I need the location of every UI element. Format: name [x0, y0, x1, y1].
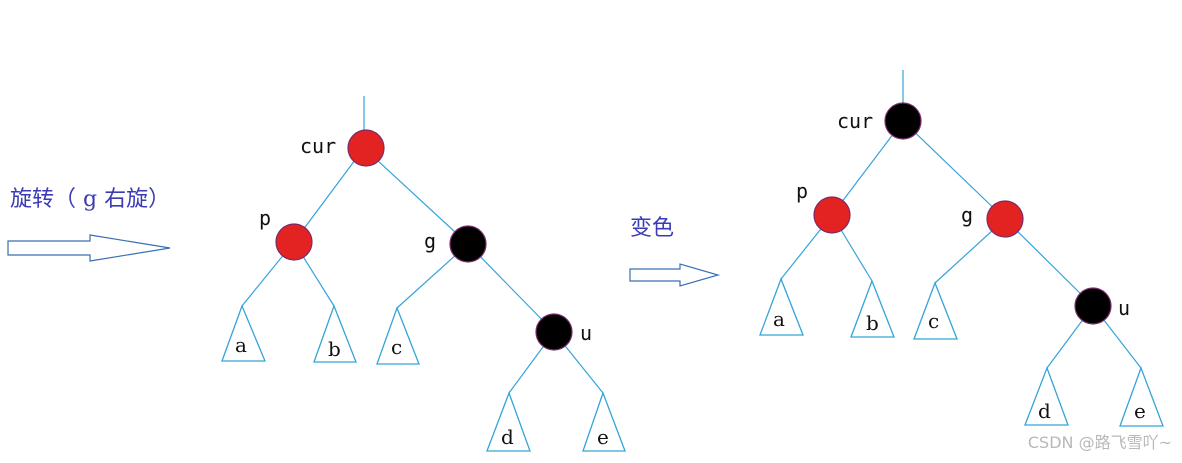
node-u: [535, 313, 573, 351]
subtree-c-label: c: [928, 309, 939, 333]
subtree-c-label: c: [391, 335, 402, 359]
node-p-label: p: [259, 206, 271, 230]
node-u-label: u: [580, 321, 592, 345]
subtree-e-triangle: [582, 391, 626, 452]
node-g-label: g: [424, 229, 436, 253]
rotate-caption: 旋转（ g 右旋）: [10, 187, 170, 212]
watermark: CSDN @路飞雪吖~: [1028, 433, 1172, 452]
tree-after-rotation: a b c d e cur p g u: [221, 96, 626, 452]
node-cur: [884, 102, 922, 140]
edge-g-u: [467, 243, 555, 333]
subtree-d-label: d: [1038, 399, 1051, 423]
edge-cur-g: [902, 120, 1006, 220]
edge-g-u: [1004, 218, 1094, 307]
subtree-a-label: a: [773, 307, 785, 331]
subtree-b-label: b: [328, 337, 341, 361]
subtree-b-triangle: [850, 279, 895, 338]
node-u: [1074, 287, 1112, 325]
node-cur-label: cur: [837, 109, 873, 133]
subtree-a-label: a: [235, 333, 247, 357]
subtree-e-triangle: [1119, 366, 1164, 427]
node-u-label: u: [1118, 296, 1130, 320]
recolor-arrow: [629, 263, 721, 287]
rotate-arrow: [7, 234, 171, 262]
subtree-d-label: d: [501, 425, 514, 449]
node-p: [275, 223, 313, 261]
subtree-d-triangle: [1024, 366, 1069, 426]
subtree-b-triangle: [313, 304, 357, 363]
subtree-e-label: e: [597, 425, 609, 449]
node-cur: [347, 129, 385, 167]
subtree-c-triangle: [376, 306, 420, 365]
subtree-a-triangle: [759, 277, 804, 336]
node-g: [986, 200, 1024, 238]
subtree-e-label: e: [1134, 399, 1146, 423]
node-g: [449, 225, 487, 263]
tree-after-recolor: a b c d e cur p g u: [759, 70, 1164, 427]
subtree-c-triangle: [913, 281, 958, 340]
edge-cur-g: [363, 147, 469, 245]
edge-cur-p: [293, 147, 365, 243]
subtree-b-label: b: [866, 311, 879, 335]
subtree-a-triangle: [221, 304, 266, 362]
node-cur-label: cur: [300, 134, 336, 158]
node-g-label: g: [961, 203, 973, 227]
node-p-label: p: [796, 179, 808, 203]
recolor-caption: 变色: [630, 216, 674, 241]
subtree-d-triangle: [486, 391, 531, 452]
node-p: [813, 196, 851, 234]
edge-cur-p: [831, 120, 904, 216]
